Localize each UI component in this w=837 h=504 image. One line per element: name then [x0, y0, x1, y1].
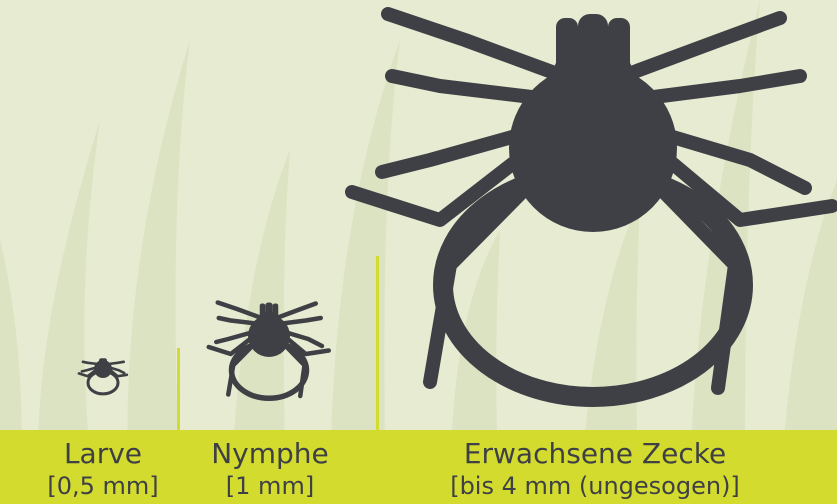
stage-size: [bis 4 mm (ungesogen)]: [420, 474, 770, 498]
stage-label-adult: Erwachsene Zecke [bis 4 mm (ungesogen)]: [420, 440, 770, 498]
stage-name: Nymphe: [196, 440, 344, 468]
stage-name: Erwachsene Zecke: [420, 440, 770, 468]
stage-name: Larve: [45, 440, 161, 468]
stage-size: [1 mm]: [196, 474, 344, 498]
stage-label-nymph: Nymphe [1 mm]: [196, 440, 344, 498]
stage-label-larva: Larve [0,5 mm]: [45, 440, 161, 498]
stage-size: [0,5 mm]: [45, 474, 161, 498]
